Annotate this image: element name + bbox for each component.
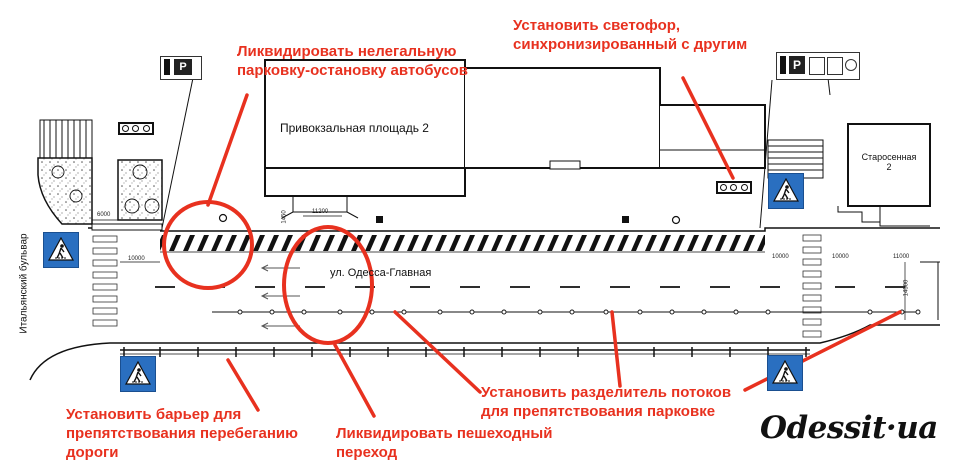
dimension-10000-left: 10000: [128, 256, 145, 262]
flow-divider: [212, 309, 921, 315]
dimension-1450: 1450: [281, 210, 288, 224]
hatched-parking-strip: [160, 233, 765, 251]
pedestrian-crossing-sign-right-top-icon: [768, 173, 804, 209]
crosswalk-left: [92, 235, 118, 327]
planter-left-flowers: [51, 165, 83, 203]
red-pointer-lines: [206, 76, 902, 418]
annotation-install-divider: Установить разделитель потоков для препя…: [481, 383, 731, 421]
annotation-install-barrier-line2: препятствования перебеганию: [66, 425, 298, 442]
annotation-install-barrier-line3: дороги: [66, 444, 119, 461]
dimension-6000: 6000: [97, 212, 111, 218]
main-street-label: ул. Одесса-Главная: [330, 267, 432, 279]
direction-arrows: [260, 264, 300, 330]
crosswalk-right: [802, 234, 822, 338]
traffic-light-left-icon: [118, 122, 154, 135]
left-stairs: [39, 119, 93, 159]
annotation-install-traffic-light-line1: Установить светофор,: [513, 17, 681, 34]
annotation-install-barrier: Установить барьер для препятствования пе…: [66, 405, 298, 462]
annotation-install-divider-line1: Установить разделитель потоков: [481, 384, 732, 401]
road-edge-bottom: [29, 324, 940, 381]
dimension-10000-right-a: 10000: [772, 254, 789, 260]
annotation-install-traffic-light-line2: синхронизированный с другим: [513, 36, 748, 53]
annotation-install-divider-line2: для препятствования парковке: [481, 403, 716, 420]
road-edge-top: [88, 227, 940, 232]
station-entrance: [281, 195, 359, 219]
odessit-logo: Odessit·ua: [760, 410, 938, 446]
building-label-starosennaya-line2: 2: [886, 162, 892, 172]
street-posts: [218, 213, 681, 225]
pedestrian-crossing-sign-bottom-left-icon: [120, 356, 156, 392]
building-starosennaya: [837, 123, 931, 227]
planter-left: [37, 157, 93, 225]
dimension-14500: 14500: [903, 279, 910, 297]
planter-right: [117, 159, 163, 221]
annotation-remove-parking: Ликвидировать нелегальную парковку-остан…: [237, 42, 468, 80]
sign-poles: [161, 77, 940, 320]
annotation-remove-crossing: Ликвидировать пешеходный переход: [336, 424, 552, 462]
annotation-remove-crossing-line2: переход: [336, 444, 398, 461]
parking-zone-sign-left-icon: P: [160, 56, 202, 80]
red-circle-crossing: [282, 225, 374, 345]
planter-right-flowers: [124, 164, 160, 214]
annotation-install-traffic-light: Установить светофор, синхронизированный …: [513, 16, 747, 54]
annotation-install-barrier-line1: Установить барьер для: [66, 406, 242, 423]
annotation-remove-parking-line2: парковку-остановку автобусов: [237, 62, 468, 79]
annotation-remove-parking-line1: Ликвидировать нелегальную: [237, 43, 457, 60]
building-label-privokzalnaya: Привокзальная площадь 2: [280, 121, 429, 135]
dimension-11200: 11200: [312, 209, 329, 215]
parking-zone-sign-right-icon: P: [776, 52, 860, 80]
annotation-remove-crossing-line1: Ликвидировать пешеходный: [336, 425, 553, 442]
side-street-label: Итальянский бульвар: [18, 233, 30, 334]
bottom-barrier: [120, 347, 810, 357]
pedestrian-crossing-sign-bottom-right-icon: [767, 355, 803, 391]
traffic-light-right-icon: [716, 181, 752, 194]
station-stairs: [767, 139, 824, 179]
building-label-starosennaya: Старосенная 2: [852, 152, 926, 172]
dimension-10000-right-b: 10000: [832, 254, 849, 260]
dimension-11000: 11000: [893, 254, 910, 260]
pedestrian-crossing-sign-left-icon: [43, 232, 79, 268]
building-label-starosennaya-line1: Старосенная: [861, 152, 917, 162]
